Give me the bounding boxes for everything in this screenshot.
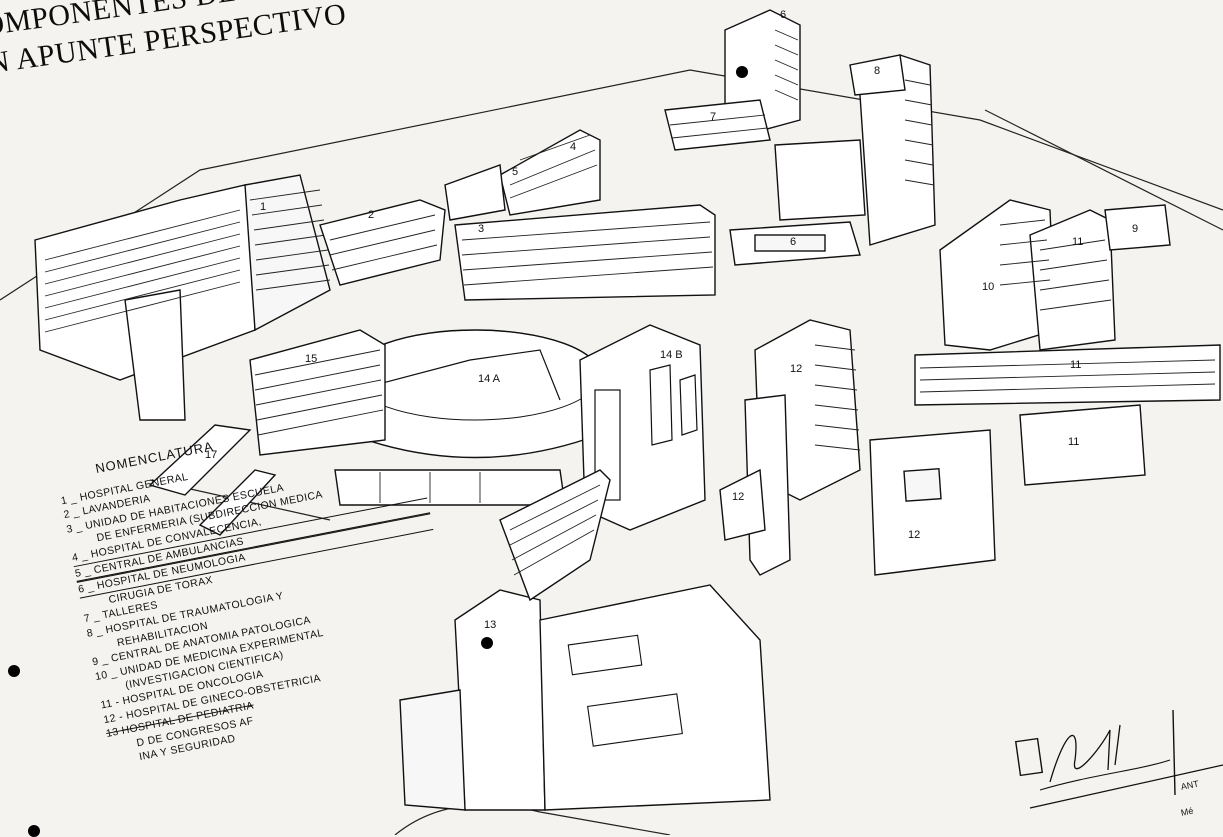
building-13	[399, 469, 771, 811]
building-8-annex	[774, 54, 906, 221]
legend-marker-dot-6	[8, 665, 20, 677]
building-14b	[579, 324, 706, 531]
label-11-b: 11	[1070, 359, 1081, 371]
label-4: 4	[570, 141, 576, 153]
label-11-a: 11	[1072, 236, 1083, 248]
building-11-long	[914, 344, 1221, 486]
building-3	[454, 204, 716, 301]
label-6-lower: 6	[790, 236, 796, 248]
label-2: 2	[368, 209, 374, 221]
label-14a: 14 A	[478, 373, 501, 385]
building-15	[249, 329, 386, 456]
label-5: 5	[512, 166, 518, 178]
label-15: 15	[305, 353, 317, 365]
label-6-top: 6	[780, 9, 786, 21]
building-6-lower	[729, 221, 861, 266]
building-number-labels: 1 2 3 4 5 6 6 7 8 9 10 11 11 11 12 12 12…	[205, 9, 1138, 631]
label-7: 7	[710, 111, 716, 123]
building-12	[719, 319, 861, 576]
label-11-c: 11	[1068, 436, 1079, 448]
label-13: 13	[484, 619, 496, 631]
signature-mark	[1014, 709, 1223, 809]
building-12-plaza	[869, 429, 996, 576]
label-3: 3	[478, 223, 484, 235]
building-8	[859, 54, 936, 246]
label-10: 10	[982, 281, 994, 293]
label-8: 8	[874, 65, 880, 77]
label-12-c: 12	[908, 529, 920, 541]
label-9: 9	[1132, 223, 1138, 235]
label-12-b: 12	[732, 491, 744, 503]
label-14b: 14 B	[660, 349, 683, 361]
building-1	[34, 174, 331, 421]
building-4-5	[444, 129, 601, 221]
building-9-10-11	[939, 199, 1171, 351]
building-14a	[349, 329, 601, 459]
label-17: 17	[205, 449, 217, 461]
building-17	[148, 424, 277, 536]
label-12-a: 12	[790, 363, 802, 375]
building-2	[319, 199, 446, 286]
building-7	[664, 99, 771, 151]
signature-block: ANT Mé	[970, 690, 1223, 835]
legend-marker-dot-13	[28, 825, 40, 837]
label-1: 1	[260, 201, 266, 213]
